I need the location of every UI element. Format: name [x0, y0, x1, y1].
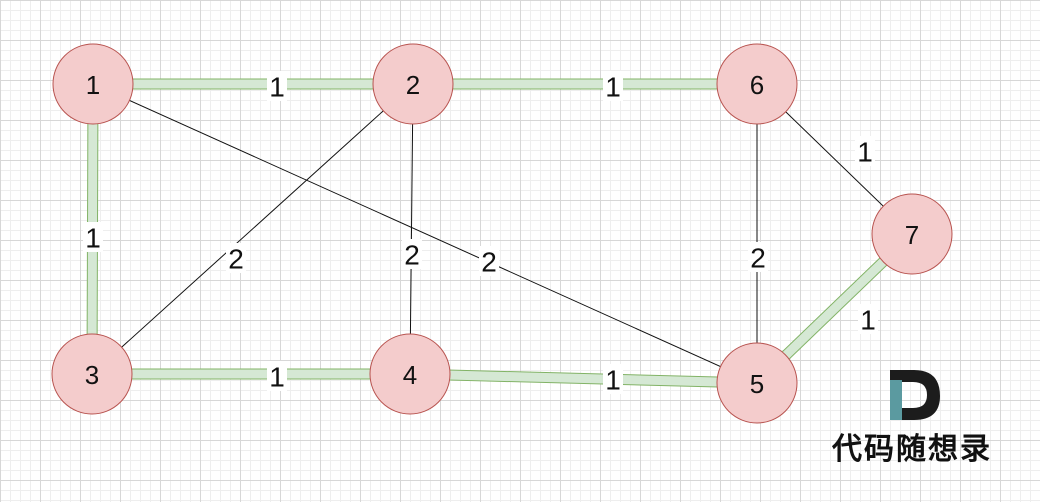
- edge-2-4: [409, 83, 414, 375]
- edge-2-3-label-bg: [226, 243, 246, 273]
- edge-3-4-label-bg: [267, 361, 287, 391]
- node-circle: [369, 333, 451, 415]
- node-label: 3: [85, 360, 99, 390]
- node-1: 1: [52, 43, 134, 125]
- edge-1-5-weight-label: 2: [481, 247, 497, 278]
- edge-5-7-weight-label: 1: [860, 305, 876, 336]
- node-circle: [52, 43, 134, 125]
- edge-6-5-weight-label: 2: [750, 243, 766, 274]
- edge-2-3: [91, 83, 414, 375]
- node-5: 5: [716, 342, 798, 424]
- nodes-layer: 1 2 3 4 5 6 7: [51, 43, 953, 424]
- node-7: 7: [871, 193, 953, 275]
- edge-2-4-label-bg: [402, 239, 422, 269]
- node-circle: [51, 333, 133, 415]
- node-label: 6: [750, 70, 764, 100]
- edge-3-4-weight-label: 1: [269, 362, 285, 393]
- edge-2-3-weight-label: 2: [228, 244, 244, 275]
- edge-1-5-label-bg: [479, 246, 499, 276]
- node-label: 4: [403, 360, 417, 390]
- node-label: 7: [905, 220, 919, 250]
- node-2: 2: [372, 43, 454, 125]
- edge-2-6-label-bg: [603, 71, 623, 101]
- edge-4-5-label-bg: [603, 364, 623, 394]
- edge-4-5-weight-label: 1: [605, 365, 621, 396]
- node-circle: [716, 43, 798, 125]
- node-label: 2: [406, 70, 420, 100]
- node-circle: [871, 193, 953, 275]
- node-label: 1: [86, 70, 100, 100]
- node-label: 5: [750, 369, 764, 399]
- node-circle: [372, 43, 454, 125]
- d-letter-logo-icon: [890, 370, 940, 420]
- edge-1-2-weight-label: 1: [269, 72, 285, 103]
- edge-5-7-label-bg: [858, 304, 878, 334]
- edge-2-4-weight-label: 2: [404, 240, 420, 271]
- edge-1-3-weight-label: 1: [85, 223, 101, 254]
- edge-6-7-label-bg: [855, 136, 875, 166]
- node-circle: [716, 342, 798, 424]
- edges-layer: [86, 78, 916, 389]
- edge-6-5-label-bg: [748, 242, 768, 272]
- edge-1-5: [92, 83, 758, 384]
- node-3: 3: [51, 333, 133, 415]
- node-6: 6: [716, 43, 798, 125]
- node-4: 4: [369, 333, 451, 415]
- edge-2-6-weight-label: 1: [605, 72, 621, 103]
- watermark-logo: 代码随想录: [822, 362, 1002, 472]
- edge-1-2-label-bg: [267, 71, 287, 101]
- watermark-text: 代码随想录: [832, 432, 992, 467]
- edge-4-5: [409, 369, 758, 388]
- edge-1-3-label-bg: [83, 222, 103, 252]
- edge-labels-layer: 1 1 1 1 1 1 1 2 2 2 2: [83, 71, 878, 396]
- edge-6-7-weight-label: 1: [857, 137, 873, 168]
